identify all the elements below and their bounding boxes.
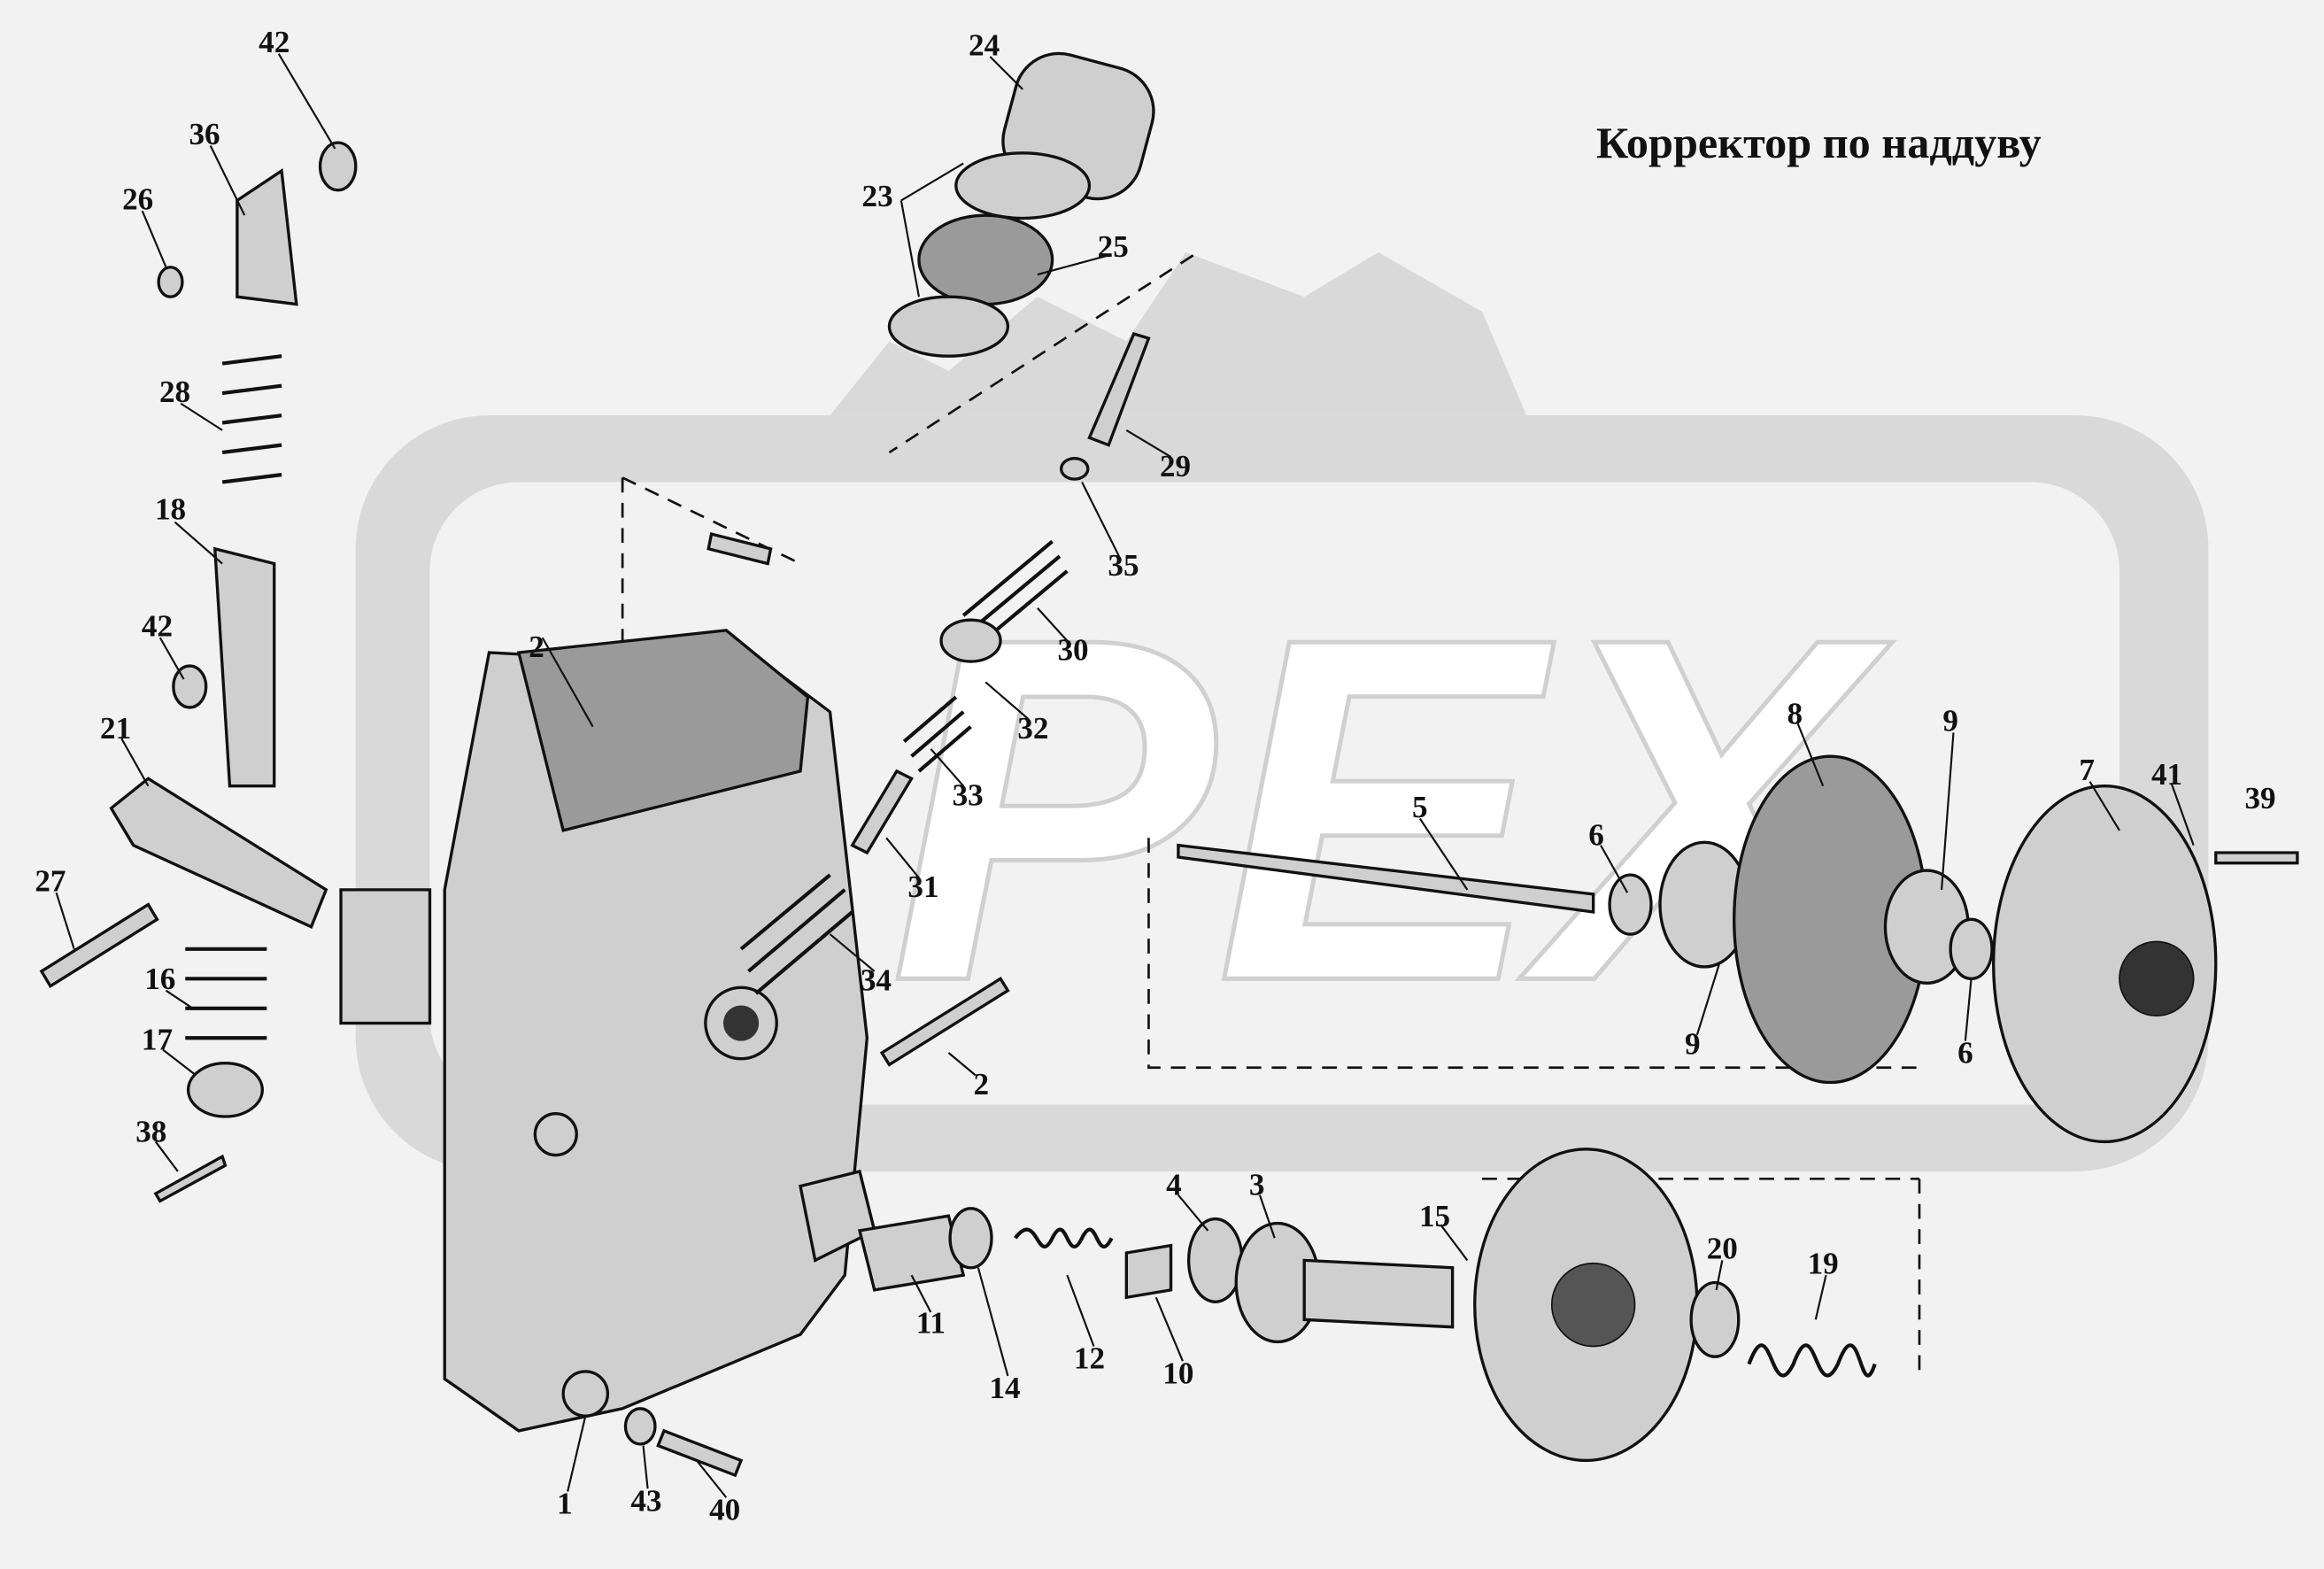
callout-4: 4 <box>1166 1168 1182 1202</box>
callout-19: 19 <box>1808 1246 1839 1280</box>
watermark-text: PEX <box>889 537 1893 1083</box>
callout-38: 38 <box>135 1114 166 1148</box>
adjuster-assembly <box>857 1148 1877 1463</box>
callout-9: 9 <box>1685 1027 1701 1062</box>
callout-18: 18 <box>155 491 186 526</box>
callout-7: 7 <box>2079 753 2095 787</box>
callout-11: 11 <box>916 1305 946 1340</box>
callout-33: 33 <box>953 777 984 812</box>
callout-34: 34 <box>861 963 892 998</box>
callout-43: 43 <box>630 1483 661 1518</box>
callout-labels: 42 36 26 28 18 42 21 27 16 17 38 24 23 2… <box>35 25 2275 1526</box>
callout-21: 21 <box>100 711 131 746</box>
callout-26: 26 <box>122 182 153 216</box>
callout-30: 30 <box>1057 632 1088 667</box>
callout-27: 27 <box>35 864 66 899</box>
callout-29: 29 <box>1160 449 1191 483</box>
callout-40: 40 <box>709 1492 740 1526</box>
callout-32: 32 <box>1017 711 1048 746</box>
leader-lines <box>55 53 2195 1498</box>
callout-2: 2 <box>529 630 544 664</box>
callout-1: 1 <box>557 1487 573 1521</box>
callout-23: 23 <box>862 179 893 213</box>
callout-42: 42 <box>142 609 173 644</box>
callout-36: 36 <box>189 117 220 151</box>
callout-10: 10 <box>1162 1356 1193 1390</box>
callout-39: 39 <box>2244 781 2275 815</box>
callout-20: 20 <box>1707 1232 1738 1266</box>
callout-5: 5 <box>1412 790 1428 824</box>
callout-28: 28 <box>159 375 190 409</box>
callout-15: 15 <box>1419 1199 1450 1233</box>
callout-12: 12 <box>1074 1341 1105 1376</box>
callout-6: 6 <box>1957 1036 1973 1070</box>
callout-35: 35 <box>1108 548 1139 583</box>
callout-16: 16 <box>144 962 175 996</box>
diagram-title: Корректор по наддуву <box>1596 118 2042 167</box>
callout-42: 42 <box>259 25 290 59</box>
cap-and-screws <box>706 51 1155 1067</box>
callout-24: 24 <box>969 27 1000 62</box>
callout-41: 41 <box>2151 757 2182 792</box>
callout-6: 6 <box>1588 818 1604 853</box>
lever-parts <box>39 141 744 1478</box>
callout-31: 31 <box>907 870 938 904</box>
callout-3: 3 <box>1249 1168 1265 1202</box>
callout-25: 25 <box>1098 229 1129 264</box>
callout-2: 2 <box>973 1067 989 1101</box>
callout-14: 14 <box>989 1371 1020 1405</box>
diaphragm-assembly <box>1177 754 2299 1144</box>
assembly-guide-line <box>621 254 1927 1380</box>
callout-9: 9 <box>1942 704 1958 738</box>
callout-8: 8 <box>1787 696 1803 730</box>
corrector-housing <box>443 629 876 1433</box>
callout-17: 17 <box>142 1023 173 1057</box>
